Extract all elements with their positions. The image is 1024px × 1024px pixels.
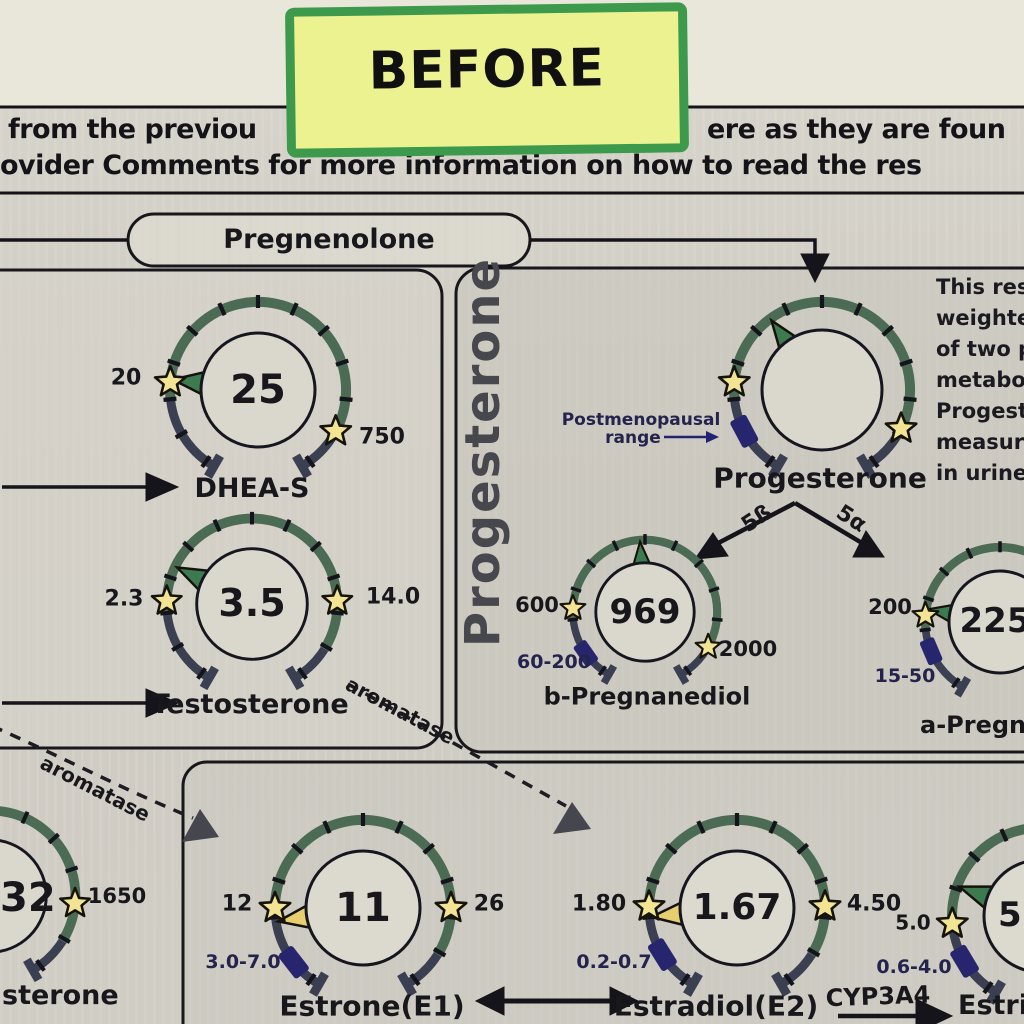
gauge-name: DHEA-S bbox=[194, 472, 310, 504]
progesterone-section-label: Progesterone bbox=[454, 256, 511, 648]
postmenopausal-label-line1: Postmenopausal bbox=[561, 410, 721, 431]
dial-face bbox=[304, 849, 422, 967]
gauge-name: Estradiol(E2) bbox=[613, 989, 819, 1023]
right-arrowhead bbox=[915, 998, 954, 1024]
branch-5a-arrowhead bbox=[852, 530, 885, 558]
dial-face bbox=[195, 547, 309, 661]
aromatase-arrowhead-1 bbox=[553, 802, 591, 834]
gauge-estrone-e1 bbox=[258, 813, 468, 995]
aromatase-dashed-line-2 bbox=[0, 727, 194, 820]
cyp3a4-label: CYP3A4 bbox=[825, 980, 931, 1013]
aromatase-arrowhead-2 bbox=[182, 809, 219, 842]
gauge-name: Progesterone bbox=[713, 461, 927, 495]
gauge-value: 32 bbox=[0, 875, 56, 921]
gauge-range-low: 20 bbox=[110, 365, 142, 391]
gauge-a-pregnanediol bbox=[911, 541, 1024, 695]
gauge-range-low: 200 bbox=[868, 594, 912, 619]
postmenopausal-pointer-arrowhead bbox=[706, 431, 719, 443]
right-arrowhead bbox=[145, 688, 180, 718]
gauge-range-high: 14.0 bbox=[365, 584, 421, 610]
dial-face bbox=[678, 849, 796, 967]
down-arrowhead bbox=[800, 253, 830, 284]
gauge-value: 25 bbox=[230, 367, 286, 413]
aromatase-dashed-line-1 bbox=[347, 682, 567, 808]
gauge-range-high: 26 bbox=[473, 891, 505, 917]
right-arrowhead bbox=[609, 986, 640, 1016]
gauge-postmenopausal-range: 0.6-4.0 bbox=[876, 956, 952, 979]
gauge-postmenopausal-range: 0.2-0.7 bbox=[576, 951, 652, 974]
branch-5b-arrowhead bbox=[693, 532, 729, 560]
dial-face bbox=[594, 561, 696, 663]
pregnenolone-to-progesterone-line bbox=[530, 238, 817, 256]
gauge-postmenopausal-range: 60-200 bbox=[517, 651, 591, 674]
gauge-name: sterone bbox=[2, 980, 119, 1011]
left-arrowhead bbox=[474, 986, 505, 1016]
header-text-line1-right: ere as they are foun bbox=[707, 114, 1006, 145]
gauge-value: 1.67 bbox=[692, 887, 782, 929]
header-text-line1-left: from the previou bbox=[8, 114, 257, 145]
gauge-b-pregnanediol bbox=[559, 534, 722, 683]
gauge-postmenopausal-range: 15-50 bbox=[874, 665, 936, 688]
result-note-text: This resu weighted of two pr metaboli Pr… bbox=[936, 275, 1024, 485]
gauge-estriol-e3 bbox=[935, 821, 1024, 1003]
gauge-name: Estrone(E1) bbox=[279, 989, 465, 1023]
gauge-range-low: 600 bbox=[515, 592, 559, 617]
gauge-episterone bbox=[0, 804, 92, 980]
gauge-value: 969 bbox=[609, 592, 681, 633]
gauge-value: 11 bbox=[335, 885, 391, 931]
gauge-name: Testosterone bbox=[151, 688, 349, 720]
header-text-line2: ovider Comments for more information on … bbox=[0, 150, 922, 181]
gauge-range-high: 2000 bbox=[718, 636, 778, 661]
gauge-testosterone bbox=[150, 512, 354, 688]
gauge-range-low: 12 bbox=[221, 891, 253, 917]
gauge-name: b-Pregnanediol bbox=[543, 682, 751, 711]
gauge-range-low: 1.80 bbox=[571, 891, 627, 917]
gauge-range-high: 750 bbox=[359, 424, 405, 450]
androgen-panel bbox=[0, 268, 444, 750]
gauge-progesterone bbox=[717, 295, 916, 477]
dial-face bbox=[760, 328, 884, 452]
dial-face bbox=[947, 569, 1024, 675]
gauge-value: 5. bbox=[998, 895, 1024, 935]
gauge-dhea-s bbox=[153, 295, 352, 477]
pregnenolone-label: Pregnenolone bbox=[223, 223, 435, 255]
gauge-value: 3.5 bbox=[218, 581, 286, 626]
gauge-name: a-Pregnan bbox=[920, 711, 1024, 739]
postmenopausal-label-line2: range bbox=[605, 428, 661, 449]
dial-face bbox=[0, 839, 48, 953]
gauge-postmenopausal-range: 3.0-7.0 bbox=[205, 951, 281, 974]
gauge-range-high: 1650 bbox=[87, 883, 147, 908]
dial-face bbox=[199, 331, 317, 449]
before-label: BEFORE bbox=[368, 38, 606, 102]
before-sticky-note: BEFORE bbox=[284, 2, 690, 158]
gauge-range-high: 4.50 bbox=[846, 891, 902, 917]
dial-face bbox=[982, 860, 1024, 972]
gauge-estradiol-e2 bbox=[632, 813, 842, 995]
right-arrowhead bbox=[145, 472, 180, 502]
gauge-value: 225 bbox=[959, 601, 1024, 642]
gauge-range-low: 5.0 bbox=[895, 910, 931, 935]
gauge-range-low: 2.3 bbox=[104, 586, 144, 612]
gauge-name: Estrio bbox=[958, 990, 1024, 1021]
